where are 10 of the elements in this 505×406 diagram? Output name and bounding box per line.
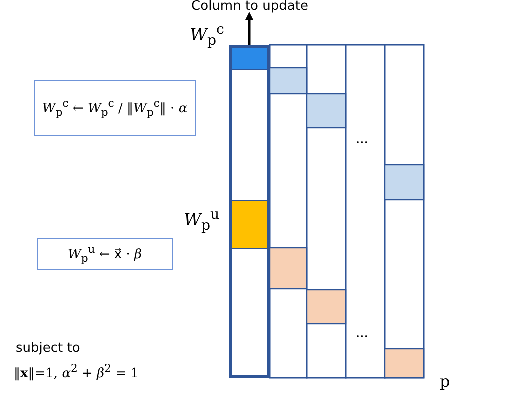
ellipsis: ... [356, 132, 368, 147]
formula-box: W$_{p}$$^{c}$ ← W$_{p}$$^{c}$ / ‖W$_{p}$$^{c}$‖ · α [34, 80, 196, 136]
note-text: subject to [16, 341, 80, 356]
column-caption: Column to update [175, 0, 325, 14]
ellipsis: ... [356, 326, 368, 341]
constraint-formula: ‖x‖=1, α$^{2}$ + β$^{2}$ = 1 [14, 362, 139, 382]
axis-label: p [440, 372, 450, 391]
formula-box: W$_{p}$$^{u}$ ← x⃗ · β [37, 238, 173, 270]
selected-column [229, 45, 270, 378]
arrow [246, 12, 254, 45]
